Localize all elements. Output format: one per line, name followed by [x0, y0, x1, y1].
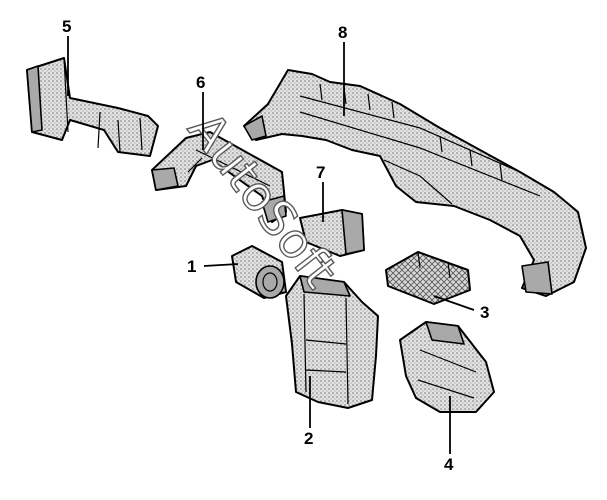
callout-8: 8: [338, 23, 348, 42]
leader-1: [203, 263, 239, 267]
part-5-left-duct: [26, 57, 159, 157]
callout-7: 7: [316, 163, 326, 182]
callout-6: 6: [196, 73, 206, 92]
part-6-center-duct: [151, 131, 287, 223]
callout-3: 3: [480, 303, 490, 322]
leader-lines: [67, 36, 475, 454]
part-3-filter-grille: [385, 251, 471, 305]
callout-1: 1: [187, 257, 197, 276]
part-4-evaporator-housing: [399, 321, 495, 413]
callout-5: 5: [62, 17, 72, 36]
part-7-vent-outlet: [299, 209, 365, 257]
callout-4: 4: [444, 455, 454, 474]
leader-3: [433, 295, 475, 311]
callout-2: 2: [304, 429, 314, 448]
part-8-main-duct: [243, 69, 587, 297]
part-1-blower-motor: [231, 245, 287, 299]
part-2-heater-housing: [285, 275, 379, 409]
